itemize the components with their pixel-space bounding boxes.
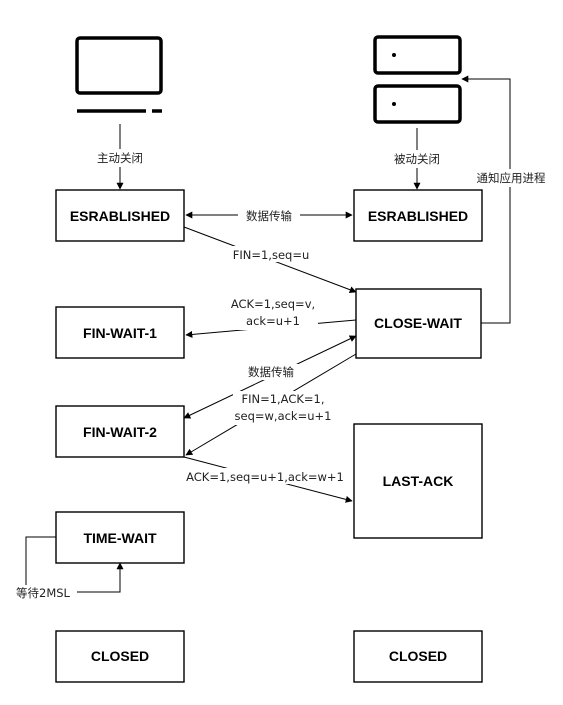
client-state-fin-wait-2-label: FIN-WAIT-2 — [83, 424, 157, 440]
client-state-time-wait-label: TIME-WAIT — [83, 530, 157, 546]
fin2-label-line2: seq=w,ack=u+1 — [235, 409, 332, 423]
data-transfer-label-1: 数据传输 — [246, 209, 292, 223]
server-state-established — [353, 189, 483, 242]
ack1-label-line2: ack=u+1 — [246, 314, 300, 328]
client-state-established-label: ESRABLISHED — [70, 208, 170, 224]
server-state-closed — [353, 630, 483, 683]
wait-2msl-label: 等待2MSL — [16, 586, 71, 600]
server-icon — [373, 35, 462, 124]
server-state-close-wait-label: CLOSE-WAIT — [374, 315, 462, 331]
fin2-label-line1: FIN=1,ACK=1, — [241, 392, 324, 406]
data-transfer-label-2: 数据传输 — [248, 365, 294, 379]
client-computer-icon — [75, 36, 163, 113]
client-state-closed-label: CLOSED — [91, 648, 149, 664]
server-state-closed-label: CLOSED — [389, 648, 447, 664]
client-state-fin-wait-2 — [55, 405, 185, 458]
fin1-label: FIN=1,seq=u — [233, 248, 310, 262]
server-state-last-ack — [353, 423, 483, 539]
client-state-fin-wait-1-label: FIN-WAIT-1 — [83, 325, 157, 341]
server-state-last-ack-label: LAST-ACK — [383, 473, 454, 489]
server-state-established-label: ESRABLISHED — [368, 208, 468, 224]
client-state-established — [55, 189, 185, 242]
ack2-label: ACK=1,seq=u+1,ack=w+1 — [186, 470, 344, 484]
client-state-fin-wait-1 — [55, 306, 185, 359]
ack1-label-line1: ACK=1,seq=v, — [231, 297, 315, 311]
passive-close-label: 被动关闭 — [394, 152, 440, 166]
notify-app-label: 通知应用进程 — [477, 171, 546, 185]
client-state-closed — [55, 630, 185, 683]
server-state-close-wait — [355, 288, 482, 359]
notify-app-arrow — [461, 75, 511, 324]
active-close-label: 主动关闭 — [97, 151, 143, 165]
